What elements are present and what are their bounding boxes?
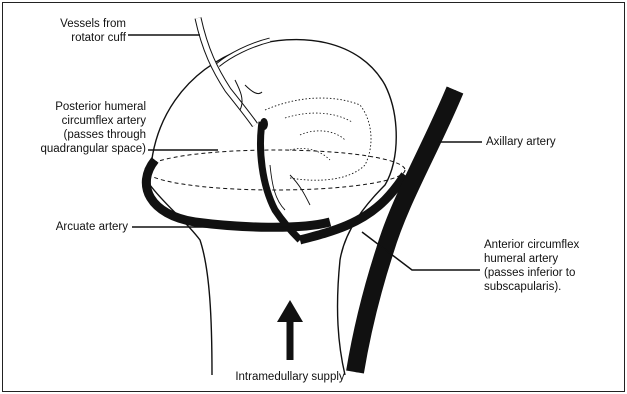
label-axillary-artery: Axillary artery xyxy=(486,135,556,149)
label-posterior-humeral: Posterior humeral circumflex artery (pas… xyxy=(8,100,146,156)
neck-ring-dashed xyxy=(145,150,405,190)
label-vessels-rotator-cuff: Vessels from rotator cuff xyxy=(44,17,126,45)
label-intramedullary-supply: Intramedullary supply xyxy=(220,370,360,384)
arcuate-origin xyxy=(260,118,268,130)
articular-margin xyxy=(265,98,371,180)
label-arcuate-artery: Arcuate artery xyxy=(20,220,128,234)
label-anterior-circumflex: Anterior circumflex humeral artery (pass… xyxy=(484,238,579,294)
intramedullary-arrow-head xyxy=(277,300,303,322)
rotator-cuff-vessel xyxy=(198,18,255,125)
